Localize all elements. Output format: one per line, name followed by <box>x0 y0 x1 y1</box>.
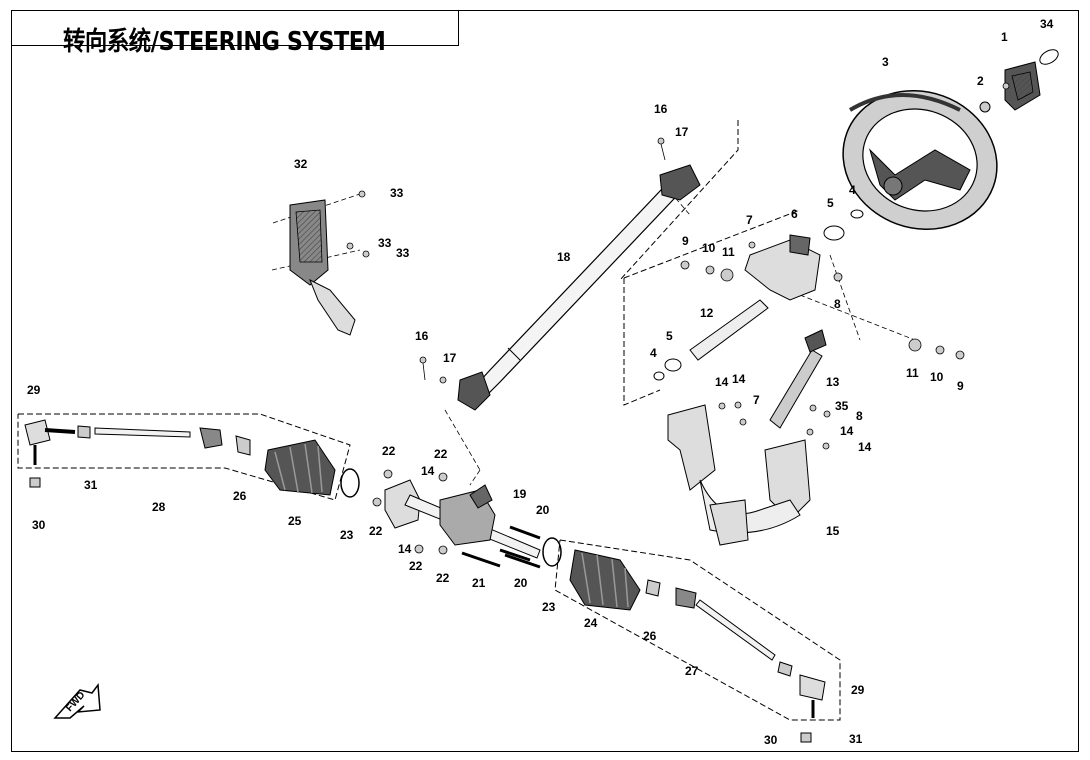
page-title: 转向系统/STEERING SYSTEM <box>63 27 386 57</box>
callout-7: 7 <box>746 213 753 227</box>
callout-8b: 8 <box>856 409 863 423</box>
group-outline-right-tierod <box>554 539 841 721</box>
callout-3: 3 <box>882 55 889 69</box>
callout-14f: 14 <box>398 542 412 556</box>
callout-2: 2 <box>977 74 984 88</box>
callout-31: 31 <box>84 478 98 492</box>
callout-30: 30 <box>32 518 46 532</box>
callout-30b: 30 <box>764 733 778 747</box>
callout-28: 28 <box>152 500 166 514</box>
callout-6: 6 <box>791 207 798 221</box>
callout-9b: 9 <box>957 379 964 393</box>
leader-lines <box>271 179 916 486</box>
boot-left <box>264 439 336 496</box>
steering-shaft <box>457 164 701 411</box>
callout-12: 12 <box>700 306 714 320</box>
callout-11: 11 <box>722 245 735 259</box>
tie-rod-left <box>24 419 251 488</box>
callout-5: 5 <box>827 196 834 210</box>
callout-23b: 23 <box>542 600 556 614</box>
callout-26b: 26 <box>643 629 657 643</box>
callout-35: 35 <box>835 399 849 413</box>
callout-22e: 22 <box>436 571 450 585</box>
callout-14b: 14 <box>732 372 746 386</box>
callout-14e: 14 <box>421 464 435 478</box>
callout-32: 32 <box>294 157 308 171</box>
callout-31b: 31 <box>849 732 863 746</box>
tie-rod-right <box>645 579 826 743</box>
callout-15: 15 <box>826 524 840 538</box>
callout-1: 1 <box>1001 30 1008 44</box>
callout-33c: 33 <box>396 246 410 260</box>
hub-cover <box>979 49 1059 113</box>
callout-14c: 14 <box>840 424 854 438</box>
callout-34: 34 <box>1040 17 1054 31</box>
callout-29: 29 <box>27 383 41 397</box>
callout-4b: 4 <box>650 346 657 360</box>
diagram-frame <box>11 10 1079 752</box>
callout-5b: 5 <box>666 329 673 343</box>
callout-13: 13 <box>826 375 840 389</box>
callout-33b: 33 <box>378 236 392 250</box>
steering-rack <box>340 468 562 569</box>
callout-26: 26 <box>233 489 247 503</box>
callout-10b: 10 <box>930 370 944 384</box>
fwd-arrow-icon: FWD <box>53 682 101 719</box>
callout-16: 16 <box>654 102 668 116</box>
callout-14d: 14 <box>858 440 872 454</box>
callout-27: 27 <box>685 664 699 678</box>
group-outline-left-tierod <box>17 413 351 501</box>
callout-22a: 22 <box>382 444 396 458</box>
callout-23: 23 <box>340 528 354 542</box>
callout-18: 18 <box>557 250 571 264</box>
callout-9: 9 <box>682 234 689 248</box>
group-outline-column <box>619 120 801 406</box>
callout-14a: 14 <box>715 375 729 389</box>
callout-25: 25 <box>288 514 302 528</box>
callout-16b: 16 <box>415 329 429 343</box>
callout-29b: 29 <box>851 683 865 697</box>
callout-20b: 20 <box>514 576 528 590</box>
callout-22b: 22 <box>434 447 448 461</box>
steering-column <box>653 209 864 429</box>
callout-21: 21 <box>472 576 486 590</box>
callout-11b: 11 <box>906 366 919 380</box>
callout-17: 17 <box>675 125 689 139</box>
callout-7b: 7 <box>753 393 760 407</box>
callout-24: 24 <box>584 616 598 630</box>
callout-17b: 17 <box>443 351 457 365</box>
accelerator-pedal <box>289 199 356 336</box>
mount-bracket <box>667 404 811 546</box>
callout-10: 10 <box>702 241 716 255</box>
fasteners <box>346 82 1010 555</box>
callout-33a: 33 <box>390 186 404 200</box>
boot-right <box>569 549 641 611</box>
title-box: 转向系统/STEERING SYSTEM <box>11 10 459 57</box>
callout-20: 20 <box>536 503 550 517</box>
callout-8: 8 <box>834 297 841 311</box>
steering-wheel <box>842 90 998 230</box>
callout-numbers: 1 2 3 4 4 5 5 6 7 7 8 8 9 9 10 10 11 11 … <box>27 17 1054 747</box>
callout-4: 4 <box>849 183 856 197</box>
callout-22d: 22 <box>409 559 423 573</box>
callout-22c: 22 <box>369 524 383 538</box>
callout-19: 19 <box>513 487 527 501</box>
